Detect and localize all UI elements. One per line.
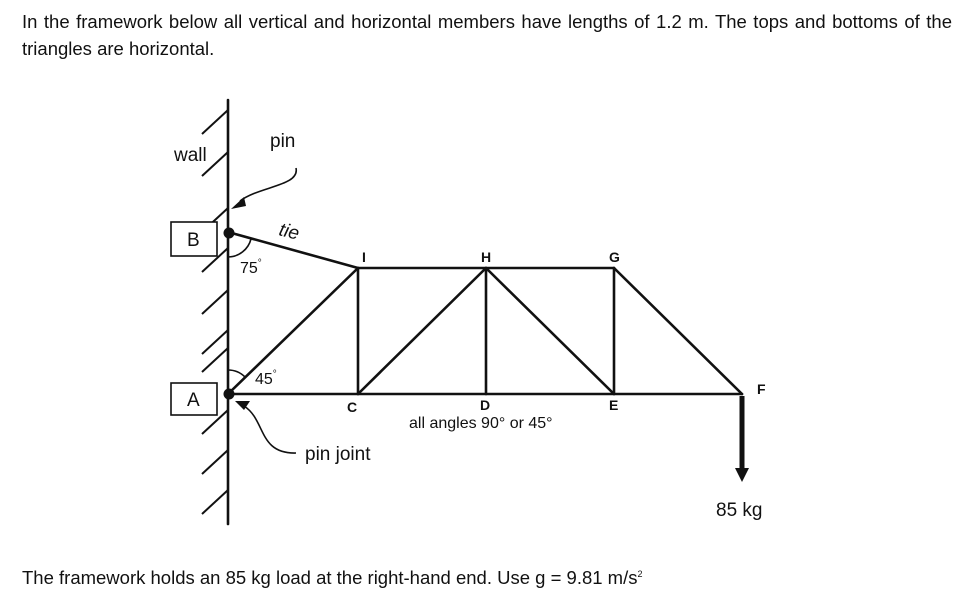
member-AI bbox=[226, 266, 360, 396]
angles-note: all angles 90° or 45° bbox=[409, 415, 553, 432]
node-label-e: E bbox=[609, 397, 618, 413]
box-a bbox=[170, 382, 218, 416]
angle-arc-a bbox=[227, 369, 246, 378]
node-label-d: D bbox=[480, 397, 490, 413]
pin-joint-label: pin joint bbox=[305, 444, 371, 465]
pin-joint-arrowhead bbox=[235, 401, 250, 410]
node-label-b: B bbox=[187, 230, 200, 251]
wall-hatching bbox=[201, 109, 229, 515]
node-label-g: G bbox=[609, 249, 620, 265]
tie-label: tie bbox=[277, 219, 302, 244]
member-CH bbox=[356, 266, 488, 396]
pin-pointer-arrowhead bbox=[231, 197, 246, 209]
node-label-i: I bbox=[362, 249, 366, 265]
pin-label: pin bbox=[270, 131, 295, 152]
pin-B bbox=[223, 227, 235, 239]
node-label-c: C bbox=[347, 399, 357, 415]
load-arrow-head bbox=[735, 468, 749, 482]
footer-superscript: 2 bbox=[637, 569, 643, 579]
pin-joint-pointer bbox=[243, 405, 297, 454]
pin-pointer bbox=[239, 167, 297, 202]
angle-arc-b bbox=[227, 238, 252, 258]
truss-members bbox=[226, 230, 744, 396]
problem-footer: The framework holds an 85 kg load at the… bbox=[22, 562, 643, 590]
node-label-f: F bbox=[757, 381, 766, 397]
box-b bbox=[170, 221, 218, 257]
wall-label: wall bbox=[173, 145, 207, 166]
footer-text: The framework holds an 85 kg load at the… bbox=[22, 567, 638, 588]
load-label: 85 kg bbox=[716, 500, 762, 521]
problem-intro: In the framework below all vertical and … bbox=[22, 11, 952, 59]
member-HE bbox=[484, 266, 616, 396]
angle-label-a: 45° bbox=[255, 369, 277, 388]
pin-A bbox=[223, 388, 235, 400]
member-tie-BI bbox=[226, 230, 360, 270]
member-GF bbox=[612, 266, 744, 396]
angle-label-b: 75° bbox=[240, 258, 262, 277]
node-label-h: H bbox=[481, 249, 491, 265]
node-label-a: A bbox=[187, 390, 200, 411]
